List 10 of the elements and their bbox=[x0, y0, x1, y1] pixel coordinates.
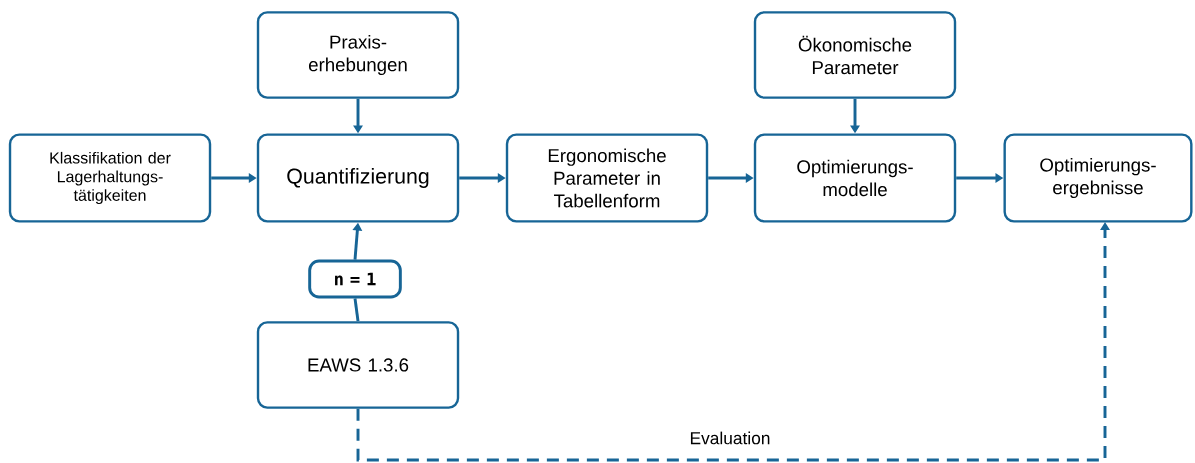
process-box: Ökonomische Parameter bbox=[753, 11, 957, 99]
process-box: Ergonomische Parameter in Tabellenform bbox=[505, 133, 709, 223]
process-box: Optimierungs-ergebnisse bbox=[1003, 133, 1193, 223]
edge-label: Evaluation bbox=[690, 431, 770, 445]
process-box: Klassifikation der Lagerhaltungs-tätigkeiten bbox=[8, 133, 212, 223]
process-box: Praxis-erhebungen bbox=[256, 11, 460, 99]
process-box: Quantifizierung bbox=[256, 133, 460, 223]
tag-box: n = 1 bbox=[308, 259, 402, 299]
process-box: Optimierungs-modelle bbox=[753, 133, 957, 223]
process-box: EAWS 1.3.6 bbox=[256, 321, 460, 409]
